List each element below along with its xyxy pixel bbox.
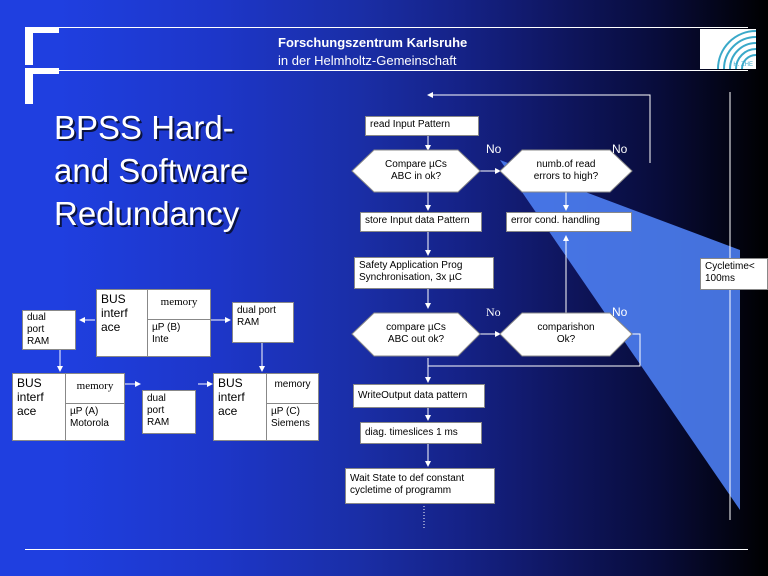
safety-app-line-2: Synchronisation, 3x µC — [359, 272, 463, 283]
corner-mark-bottom-bar — [25, 68, 59, 74]
header-institution: Forschungszentrum Karlsruhe — [278, 35, 468, 50]
footer-rule — [25, 549, 748, 550]
compare-in-line-2: ABC in ok? — [390, 171, 442, 182]
node-b-bus-line-3: ace — [101, 320, 121, 334]
node-a-bus-line-1: BUS — [17, 376, 42, 390]
node-c-cpu-line-2: Siemens — [271, 418, 310, 429]
node-b-cpu: µP (B) Inte — [147, 319, 211, 357]
corner-mark-top — [25, 27, 33, 65]
step-write-output: WriteOutput data pattern — [353, 384, 485, 408]
node-c-memory: memory — [266, 373, 319, 404]
cycletime-box: Cycletime< 100ms — [700, 258, 768, 290]
safety-app-line-1: Safety Application Prog — [359, 260, 463, 271]
wait-state-line-2: cycletime of programm — [350, 485, 452, 496]
compare-out-line-1: compare µCs — [386, 322, 446, 333]
header-rule-top — [38, 27, 748, 28]
comparishon-line-1: comparishon — [537, 322, 595, 333]
institution-logo: H. ZHE — [700, 29, 756, 69]
node-c-bus-line-1: BUS — [218, 376, 243, 390]
node-c-bus-interface: BUS interf ace — [213, 373, 267, 441]
no-label-numb-read: No — [612, 142, 628, 156]
compare-out-text: compare µCs ABC out ok? — [362, 322, 470, 346]
no-label-comparishon: No — [612, 305, 628, 319]
header-subtitle: in der Helmholtz-Gemeinschaft — [278, 53, 457, 68]
numb-read-line-2: errors to high? — [533, 171, 599, 182]
dpr-right-line-2: RAM — [237, 317, 260, 328]
logo-arcs-icon — [717, 30, 756, 69]
dpr-left-line-2: port — [27, 324, 45, 335]
corner-mark-top-bar — [25, 27, 59, 33]
decision-compare-in — [351, 149, 481, 193]
node-c-bus-line-3: ace — [218, 404, 238, 418]
step-wait-state: Wait State to def constant cycletime of … — [345, 468, 495, 504]
title-line-2: and Software — [54, 152, 249, 189]
title-line-1: BPSS Hard- — [54, 109, 234, 146]
node-c-cpu-line-1: µP (C) — [271, 406, 300, 417]
node-a-cpu: µP (A) Motorola — [65, 403, 125, 441]
dpr-middle-line-2: port — [147, 405, 165, 416]
node-a-memory: memory — [65, 373, 125, 404]
compare-in-text: Compare µCs ABC in ok? — [362, 159, 470, 183]
no-label-compare-in: No — [486, 142, 502, 156]
node-b-bus-interface: BUS interf ace — [96, 289, 148, 357]
numb-read-text: numb.of read errors to high? — [510, 159, 622, 183]
node-a-cpu-line-1: µP (A) — [70, 406, 99, 417]
node-a-bus-interface: BUS interf ace — [12, 373, 66, 441]
dpr-left-line-3: RAM — [27, 336, 50, 347]
dpr-left-line-1: dual — [27, 312, 46, 323]
dual-port-ram-right: dual port RAM — [232, 302, 294, 343]
header-rule-bottom — [38, 70, 748, 71]
cycletime-line-2: 100ms — [705, 273, 736, 284]
corner-mark-bottom — [25, 68, 33, 104]
node-a-bus-line-3: ace — [17, 404, 37, 418]
dual-port-ram-left: dual port RAM — [22, 310, 76, 350]
logo-text: H. ZHE — [733, 62, 753, 68]
decision-compare-out — [351, 312, 481, 357]
step-store-input: store Input data Pattern — [360, 212, 482, 232]
comparishon-text: comparishon Ok? — [510, 322, 622, 346]
step-safety-application: Safety Application Prog Synchronisation,… — [354, 257, 494, 289]
node-c-bus-line-2: interf — [218, 390, 245, 404]
cycletime-line-1: Cycletime< — [705, 261, 755, 272]
step-read-input: read Input Pattern — [365, 116, 479, 136]
node-c-cpu: µP (C) Siemens — [266, 403, 319, 441]
node-b-bus-line-1: BUS — [101, 292, 126, 306]
dual-port-ram-middle: dual port RAM — [142, 390, 196, 434]
node-b-memory: memory — [147, 289, 211, 320]
node-a-cpu-line-2: Motorola — [70, 418, 109, 429]
slide-title: BPSS Hard- and Software Redundancy — [54, 106, 248, 235]
step-diag: diag. timeslices 1 ms — [360, 422, 482, 444]
comparishon-line-2: Ok? — [556, 334, 576, 345]
node-b-cpu-line-2: Inte — [152, 334, 169, 345]
compare-in-line-1: Compare µCs — [385, 159, 447, 170]
dpr-right-line-1: dual port — [237, 305, 276, 316]
wait-state-line-1: Wait State to def constant — [350, 473, 465, 484]
dpr-middle-line-1: dual — [147, 393, 166, 404]
no-label-compare-out: No — [486, 305, 501, 319]
step-error-handling: error cond. handling — [506, 212, 632, 232]
title-line-3: Redundancy — [54, 195, 240, 232]
decision-comparishon — [499, 312, 633, 357]
node-b-bus-line-2: interf — [101, 306, 128, 320]
node-a-bus-line-2: interf — [17, 390, 44, 404]
dpr-middle-line-3: RAM — [147, 417, 170, 428]
compare-out-line-2: ABC out ok? — [387, 334, 445, 345]
decision-numb-read — [499, 149, 633, 193]
numb-read-line-1: numb.of read — [536, 159, 596, 170]
node-b-cpu-line-1: µP (B) — [152, 322, 181, 333]
